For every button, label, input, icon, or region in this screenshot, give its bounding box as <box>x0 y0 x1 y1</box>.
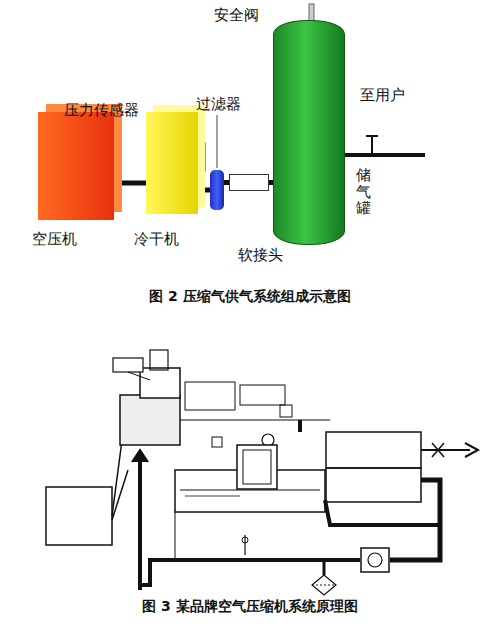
part-label: 空压机 <box>32 230 77 248</box>
leader-line <box>217 115 218 168</box>
air-compressor: 空压机 <box>38 112 114 220</box>
safety-valve-label: 安全阀 <box>214 6 259 24</box>
part-label: 过滤器 <box>196 95 241 113</box>
pressure-sensor <box>199 143 205 171</box>
figure-caption: 图 3 某品牌空气压缩机系统原理图 <box>142 598 358 615</box>
flexible-hose: 软接头 <box>229 174 269 191</box>
valve <box>366 135 378 137</box>
refrigerated-dryer: 冷干机 <box>146 112 198 214</box>
air-pipe <box>114 183 146 184</box>
part-label: 软接头 <box>238 246 283 264</box>
valve <box>371 136 373 155</box>
air-pipe <box>198 190 210 191</box>
outlet-pipe <box>344 153 425 157</box>
compressor-schematic <box>46 350 478 595</box>
pressure-sensor-label: 压力传感器 <box>64 101 139 119</box>
figure-caption: 图 2 压缩气供气系统组成示意图 <box>149 288 351 305</box>
air-receiver-tank: 储气罐 <box>273 20 345 245</box>
outlet-label: 至用户 <box>360 86 405 104</box>
part-label: 冷干机 <box>134 230 179 248</box>
part-label: 储气罐 <box>356 167 371 217</box>
leader-line <box>202 111 203 141</box>
filter: 过滤器 <box>210 170 224 210</box>
